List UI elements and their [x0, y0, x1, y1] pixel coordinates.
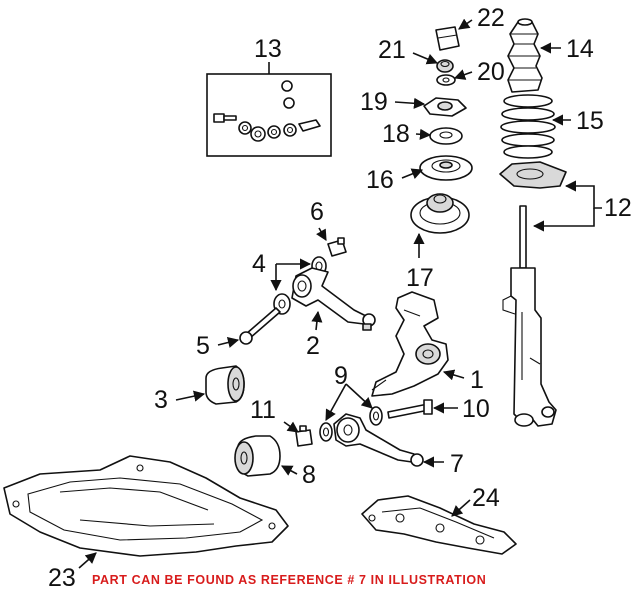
callout-20: 20 [477, 58, 505, 86]
leader-lines [78, 18, 602, 569]
coil-spring [500, 94, 556, 159]
callout-1: 1 [470, 366, 484, 394]
spacer-washer [429, 127, 463, 145]
strut-washer [436, 74, 456, 86]
hardware-kit-bolt [213, 113, 237, 123]
rubber-bushing-8 [234, 435, 281, 477]
lower-arm-bolt-10 [387, 399, 433, 419]
callout-3: 3 [154, 386, 168, 414]
callout-14: 14 [566, 35, 594, 63]
callout-6: 6 [310, 198, 324, 226]
front-subframe [3, 455, 289, 557]
strut-assembly [502, 205, 557, 427]
hardware-kit-box [206, 62, 332, 157]
callout-11: 11 [250, 396, 276, 424]
callout-15: 15 [576, 107, 604, 135]
callout-8: 8 [302, 461, 316, 489]
callout-18: 18 [382, 120, 410, 148]
callout-13: 13 [254, 35, 282, 63]
upper-control-arm [291, 267, 376, 331]
callout-12: 12 [604, 194, 632, 222]
callout-10: 10 [462, 395, 490, 423]
callout-2: 2 [306, 332, 320, 360]
callout-numbers: 22 21 14 13 20 19 15 18 16 12 6 4 17 2 5… [48, 4, 632, 592]
lower-control-arm [333, 413, 424, 467]
callout-19: 19 [360, 88, 388, 116]
crossmember [361, 495, 517, 555]
lower-spring-seat [499, 161, 567, 189]
callout-22: 22 [477, 4, 505, 32]
control-arm-bolt-5 [239, 307, 281, 345]
callout-7: 7 [450, 450, 464, 478]
callout-5: 5 [196, 332, 210, 360]
rubber-bushing-3 [205, 365, 245, 405]
lower-arm-nut-11 [295, 425, 313, 447]
callout-9: 9 [334, 362, 348, 390]
callout-4: 4 [252, 250, 266, 278]
callout-24: 24 [472, 484, 500, 512]
callout-16: 16 [366, 166, 394, 194]
bump-stop-cap [435, 26, 460, 51]
steering-knuckle [371, 291, 449, 397]
hardware-kit-nuts [238, 80, 321, 142]
strut-mount [410, 193, 470, 234]
callout-23: 23 [48, 564, 76, 592]
dust-boot [507, 18, 543, 93]
strut-nut [436, 59, 454, 73]
control-arm-nut-6 [327, 237, 347, 257]
callout-21: 21 [378, 36, 406, 64]
upper-strut-plate [423, 97, 467, 117]
callout-17: 17 [406, 264, 434, 292]
strut-mount-plate [419, 155, 473, 181]
reference-note: PART CAN BE FOUND AS REFERENCE # 7 IN IL… [92, 573, 486, 587]
lower-arm-bushings [319, 406, 383, 442]
